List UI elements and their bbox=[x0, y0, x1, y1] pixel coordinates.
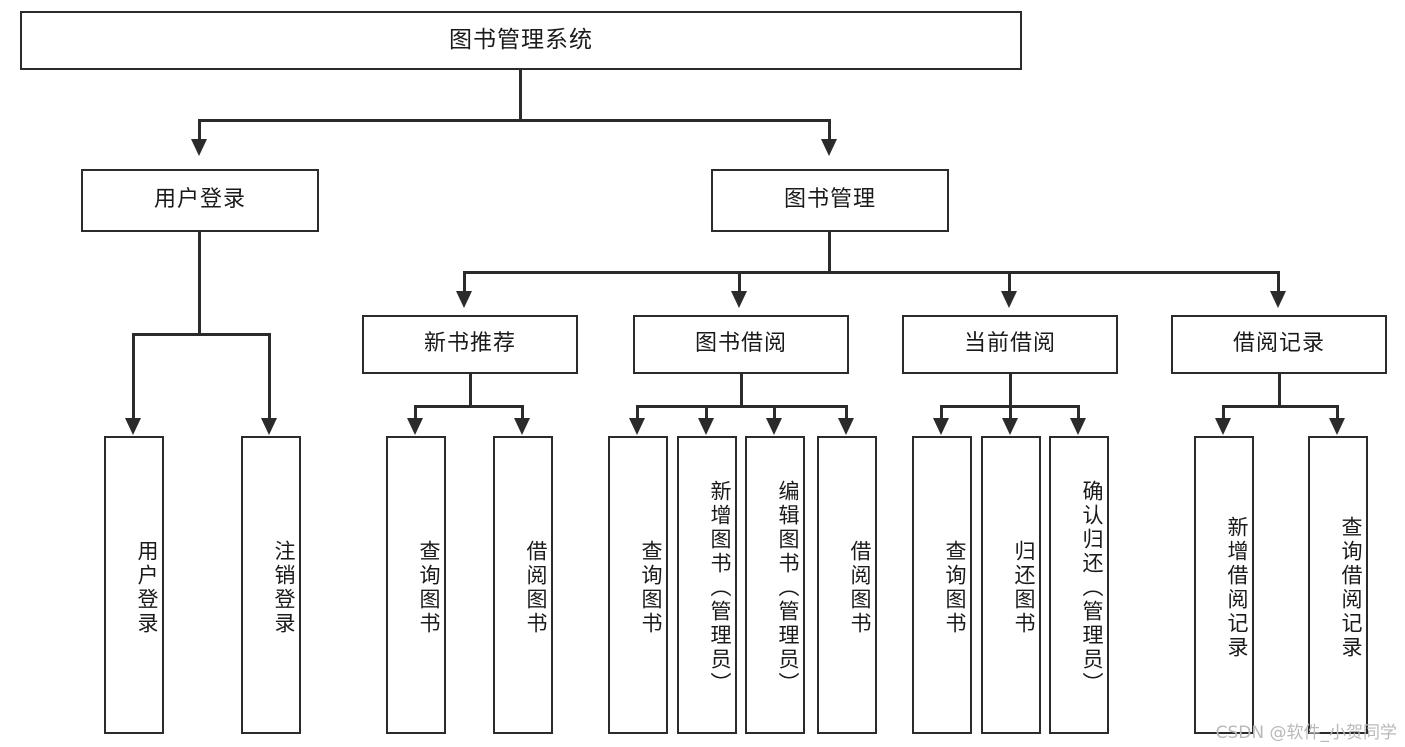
leaf-bb-query-book[interactable]: 查询图书 bbox=[608, 436, 668, 734]
connector-drop-nb-leaf-1 bbox=[414, 405, 417, 420]
connector-tier3-bus bbox=[463, 271, 1280, 274]
connector-drop-user-login bbox=[198, 119, 201, 141]
connector-drop-new-book bbox=[463, 271, 466, 293]
node-label: 归还图书 bbox=[1012, 540, 1036, 636]
connector-current-borrow-stem bbox=[1009, 374, 1012, 407]
arrowhead-user-login bbox=[191, 139, 207, 156]
node-book-management[interactable]: 图书管理 bbox=[711, 169, 949, 232]
node-label: 借阅图书 bbox=[848, 540, 872, 636]
connector-borrow-record-stem bbox=[1278, 374, 1281, 407]
arrowhead-leaf-logout bbox=[261, 418, 277, 435]
connector-drop-current-borrow bbox=[1008, 271, 1011, 293]
node-label: 图书管理 bbox=[783, 187, 876, 213]
node-label: 查询借阅记录 bbox=[1339, 516, 1363, 660]
leaf-cb-return-book[interactable]: 归还图书 bbox=[981, 436, 1041, 734]
connector-drop-br-leaf-2 bbox=[1336, 405, 1339, 420]
connector-drop-book-borrow bbox=[738, 271, 741, 293]
node-label: 图书借阅 bbox=[694, 331, 787, 357]
connector-drop-leaf-user-login bbox=[132, 333, 135, 420]
node-label: 编辑图书（管理员） bbox=[776, 480, 800, 696]
connector-drop-cb-leaf-2 bbox=[1009, 405, 1012, 420]
connector-tier2-bus bbox=[198, 119, 831, 122]
arrowhead-current-borrow bbox=[1001, 291, 1017, 308]
connector-user-login-bus bbox=[132, 333, 271, 336]
arrowhead-bb-leaf-4 bbox=[838, 418, 854, 435]
connector-drop-bb-leaf-3 bbox=[773, 405, 776, 420]
connector-drop-borrow-record bbox=[1277, 271, 1280, 293]
connector-user-login-stem bbox=[198, 232, 201, 335]
leaf-br-add-record[interactable]: 新增借阅记录 bbox=[1194, 436, 1254, 734]
node-label: 注销登录 bbox=[272, 540, 296, 636]
node-label: 查询图书 bbox=[943, 540, 967, 636]
connector-drop-bb-leaf-2 bbox=[705, 405, 708, 420]
leaf-nb-borrow-book[interactable]: 借阅图书 bbox=[493, 436, 553, 734]
connector-drop-cb-leaf-3 bbox=[1077, 405, 1080, 420]
connector-drop-bb-leaf-4 bbox=[845, 405, 848, 420]
node-label: 查询图书 bbox=[417, 540, 441, 636]
node-book-borrow[interactable]: 图书借阅 bbox=[633, 315, 849, 374]
leaf-cb-query-book[interactable]: 查询图书 bbox=[912, 436, 972, 734]
leaf-bb-edit-book-admin[interactable]: 编辑图书（管理员） bbox=[745, 436, 805, 734]
connector-drop-nb-leaf-2 bbox=[521, 405, 524, 420]
node-label: 确认归还（管理员） bbox=[1080, 480, 1104, 696]
arrowhead-cb-leaf-2 bbox=[1002, 418, 1018, 435]
leaf-br-query-record[interactable]: 查询借阅记录 bbox=[1308, 436, 1368, 734]
arrowhead-bb-leaf-1 bbox=[629, 418, 645, 435]
node-label: 图书管理系统 bbox=[449, 26, 593, 53]
node-root-library-system[interactable]: 图书管理系统 bbox=[20, 11, 1022, 70]
node-label: 借阅图书 bbox=[524, 540, 548, 636]
node-label: 借阅记录 bbox=[1232, 331, 1325, 357]
arrowhead-br-leaf-2 bbox=[1329, 418, 1345, 435]
csdn-watermark: CSDN @软件_小贺同学 bbox=[1215, 723, 1397, 743]
connector-drop-br-leaf-1 bbox=[1222, 405, 1225, 420]
node-label: 查询图书 bbox=[639, 540, 663, 636]
connector-book-borrow-stem bbox=[740, 374, 743, 407]
connector-borrow-record-bus bbox=[1222, 405, 1339, 408]
leaf-bb-add-book-admin[interactable]: 新增图书（管理员） bbox=[677, 436, 737, 734]
connector-book-manage-stem bbox=[828, 232, 831, 273]
arrowhead-br-leaf-1 bbox=[1215, 418, 1231, 435]
connector-book-borrow-bus bbox=[636, 405, 848, 408]
connector-drop-leaf-logout bbox=[268, 333, 271, 420]
node-current-borrow[interactable]: 当前借阅 bbox=[902, 315, 1118, 374]
arrowhead-leaf-user-login bbox=[125, 418, 141, 435]
node-label: 新增图书（管理员） bbox=[708, 480, 732, 696]
leaf-logout[interactable]: 注销登录 bbox=[241, 436, 301, 734]
arrowhead-new-book bbox=[456, 291, 472, 308]
arrowhead-bb-leaf-3 bbox=[766, 418, 782, 435]
node-label: 新书推荐 bbox=[423, 331, 516, 357]
node-user-login[interactable]: 用户登录 bbox=[81, 169, 319, 232]
node-borrow-record[interactable]: 借阅记录 bbox=[1171, 315, 1387, 374]
arrowhead-cb-leaf-3 bbox=[1070, 418, 1086, 435]
arrowhead-borrow-record bbox=[1270, 291, 1286, 308]
node-new-book-recommend[interactable]: 新书推荐 bbox=[362, 315, 578, 374]
arrowhead-nb-leaf-2 bbox=[514, 418, 530, 435]
arrowhead-nb-leaf-1 bbox=[407, 418, 423, 435]
connector-new-book-bus bbox=[414, 405, 524, 408]
node-label: 新增借阅记录 bbox=[1225, 516, 1249, 660]
leaf-user-login[interactable]: 用户登录 bbox=[104, 436, 164, 734]
arrowhead-book-manage bbox=[821, 139, 837, 156]
arrowhead-cb-leaf-1 bbox=[933, 418, 949, 435]
connector-drop-cb-leaf-1 bbox=[940, 405, 943, 420]
arrowhead-book-borrow bbox=[731, 291, 747, 308]
node-label: 当前借阅 bbox=[963, 331, 1056, 357]
connector-drop-book-manage bbox=[828, 119, 831, 141]
leaf-nb-query-book[interactable]: 查询图书 bbox=[386, 436, 446, 734]
connector-root-stem bbox=[519, 70, 522, 119]
leaf-bb-borrow-book[interactable]: 借阅图书 bbox=[817, 436, 877, 734]
node-label: 用户登录 bbox=[135, 540, 159, 636]
arrowhead-bb-leaf-2 bbox=[698, 418, 714, 435]
leaf-cb-confirm-return-admin[interactable]: 确认归还（管理员） bbox=[1049, 436, 1109, 734]
connector-new-book-stem bbox=[469, 374, 472, 407]
connector-drop-bb-leaf-1 bbox=[636, 405, 639, 420]
node-label: 用户登录 bbox=[153, 187, 246, 213]
